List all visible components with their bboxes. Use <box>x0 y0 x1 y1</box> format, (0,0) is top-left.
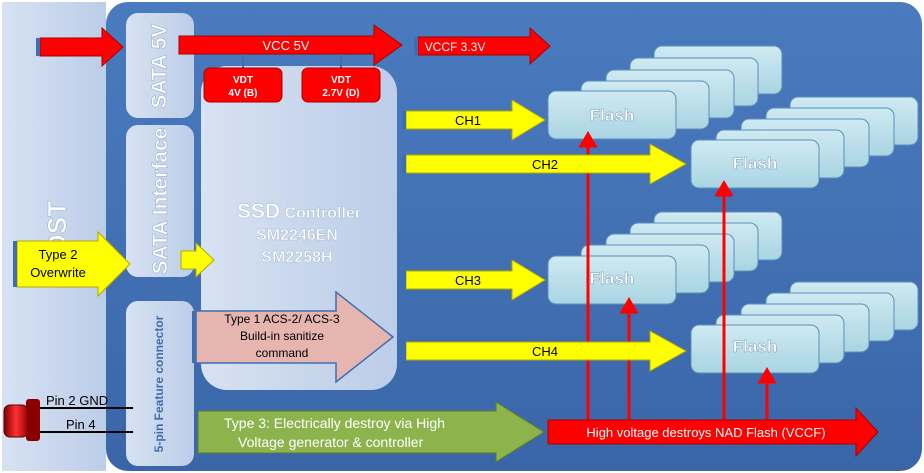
vccf-label: VCCF 3.3V <box>425 40 486 54</box>
vdt-4v-block <box>203 67 283 103</box>
flash-stack-1 <box>547 45 783 140</box>
ch4-arrow <box>405 330 688 372</box>
vdt-27v-line2: 2.7V (D) <box>322 88 359 99</box>
ch3-label: CH3 <box>455 273 481 288</box>
ch3-arrow <box>405 259 546 301</box>
controller-model-1: SM2246EN <box>256 227 338 244</box>
feature-connector-panel <box>126 301 194 466</box>
interface-to-controller-arrow <box>180 241 215 279</box>
vccf-arrow <box>417 26 551 66</box>
vdt-4v-line2: 4V (B) <box>229 88 258 99</box>
hv-risers <box>578 131 777 420</box>
ch1-arrow <box>405 99 546 141</box>
vcc-label: VCC 5V <box>263 38 310 53</box>
host-power-arrow <box>39 26 124 68</box>
type3-line2: Voltage generator & controller <box>238 434 424 450</box>
vdt-4v-line1: VDT <box>233 75 253 86</box>
push-button-icon <box>3 399 40 441</box>
type2-line2: Overwrite <box>30 265 86 280</box>
sata-interface-label: SATA Interface <box>149 128 172 275</box>
type1-line2: Build-in sanitize <box>240 329 324 343</box>
type3-arrow <box>197 401 545 463</box>
hv-arrow <box>547 406 879 458</box>
type2-line1: Type 2 <box>38 247 77 262</box>
controller-title: SSD Controller <box>237 200 361 223</box>
ch1-label: CH1 <box>455 113 481 128</box>
ch2-arrow <box>405 143 688 185</box>
vccf-arrow-tail <box>414 37 418 55</box>
host-power-arrow-tail <box>36 38 40 56</box>
pin2-label: Pin 2 GND <box>46 393 108 408</box>
vdt-27v-block <box>301 67 381 103</box>
type3-line1: Type 3: Electrically destroy via High <box>224 415 445 431</box>
feature-connector-label: 5-pin Feature connector <box>152 315 166 452</box>
type2-arrow <box>16 230 131 298</box>
flash-label-2: Flash <box>733 154 777 173</box>
flash-label-4: Flash <box>733 337 777 356</box>
flash-label-1: Flash <box>590 106 634 125</box>
ch2-label: CH2 <box>532 157 558 172</box>
pin4-label: Pin 4 <box>66 417 96 432</box>
flash-stack-2 <box>690 96 919 189</box>
sata-interface-panel <box>126 125 194 277</box>
controller-model-2: SM2258H <box>261 249 332 266</box>
type1-line1: Type 1 ACS-2/ ACS-3 <box>224 312 340 326</box>
type1-line3: command <box>256 346 309 360</box>
flash-label-3: Flash <box>590 269 634 288</box>
vcc-arrow <box>178 24 403 66</box>
sata-power-panel <box>126 13 194 118</box>
flash-stack-3 <box>547 211 783 305</box>
flash-stack-4 <box>690 281 919 374</box>
type1-arrow <box>195 290 395 384</box>
host-panel <box>2 2 106 471</box>
sata-power-label: SATA 5V <box>148 24 171 109</box>
vdt-27v-line1: VDT <box>331 75 351 86</box>
ch4-label: CH4 <box>532 344 558 359</box>
hv-label: High voltage destroys NAD Flash (VCCF) <box>586 425 825 440</box>
